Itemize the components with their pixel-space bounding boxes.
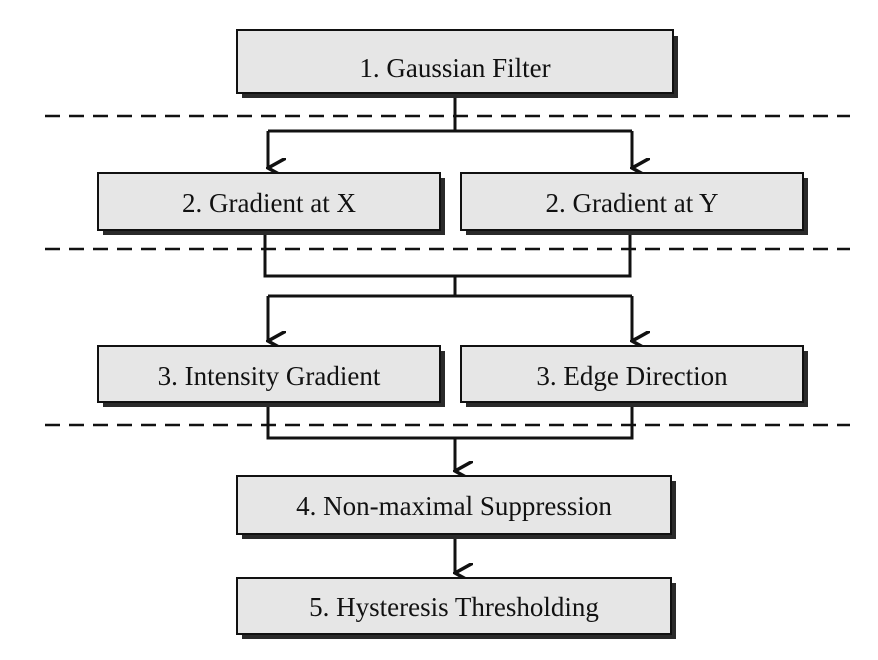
box-non-maximal-suppression-label: 4. Non-maximal Suppression [296,491,612,521]
box-gradient-x: 2. Gradient at X [97,172,445,235]
box-gaussian-filter-label: 1. Gaussian Filter [359,53,550,83]
connector-gaussian-to-gradients [268,95,632,168]
box-gradient-y: 2. Gradient at Y [460,172,808,235]
box-non-maximal-suppression: 4. Non-maximal Suppression [236,475,676,539]
connector-gradients-to-stage3 [263,230,632,341]
box-edge-direction-label: 3. Edge Direction [536,361,728,391]
box-gaussian-filter: 1. Gaussian Filter [236,29,678,98]
box-intensity-gradient: 3. Intensity Gradient [97,345,445,407]
box-hysteresis-thresholding-label: 5. Hysteresis Thresholding [309,592,599,622]
box-gradient-y-label: 2. Gradient at Y [546,188,719,218]
box-intensity-gradient-label: 3. Intensity Gradient [158,361,381,391]
connector-stage3-to-nms [266,402,634,471]
box-hysteresis-thresholding: 5. Hysteresis Thresholding [236,577,676,639]
box-gradient-x-label: 2. Gradient at X [182,188,356,218]
box-edge-direction: 3. Edge Direction [460,345,808,407]
